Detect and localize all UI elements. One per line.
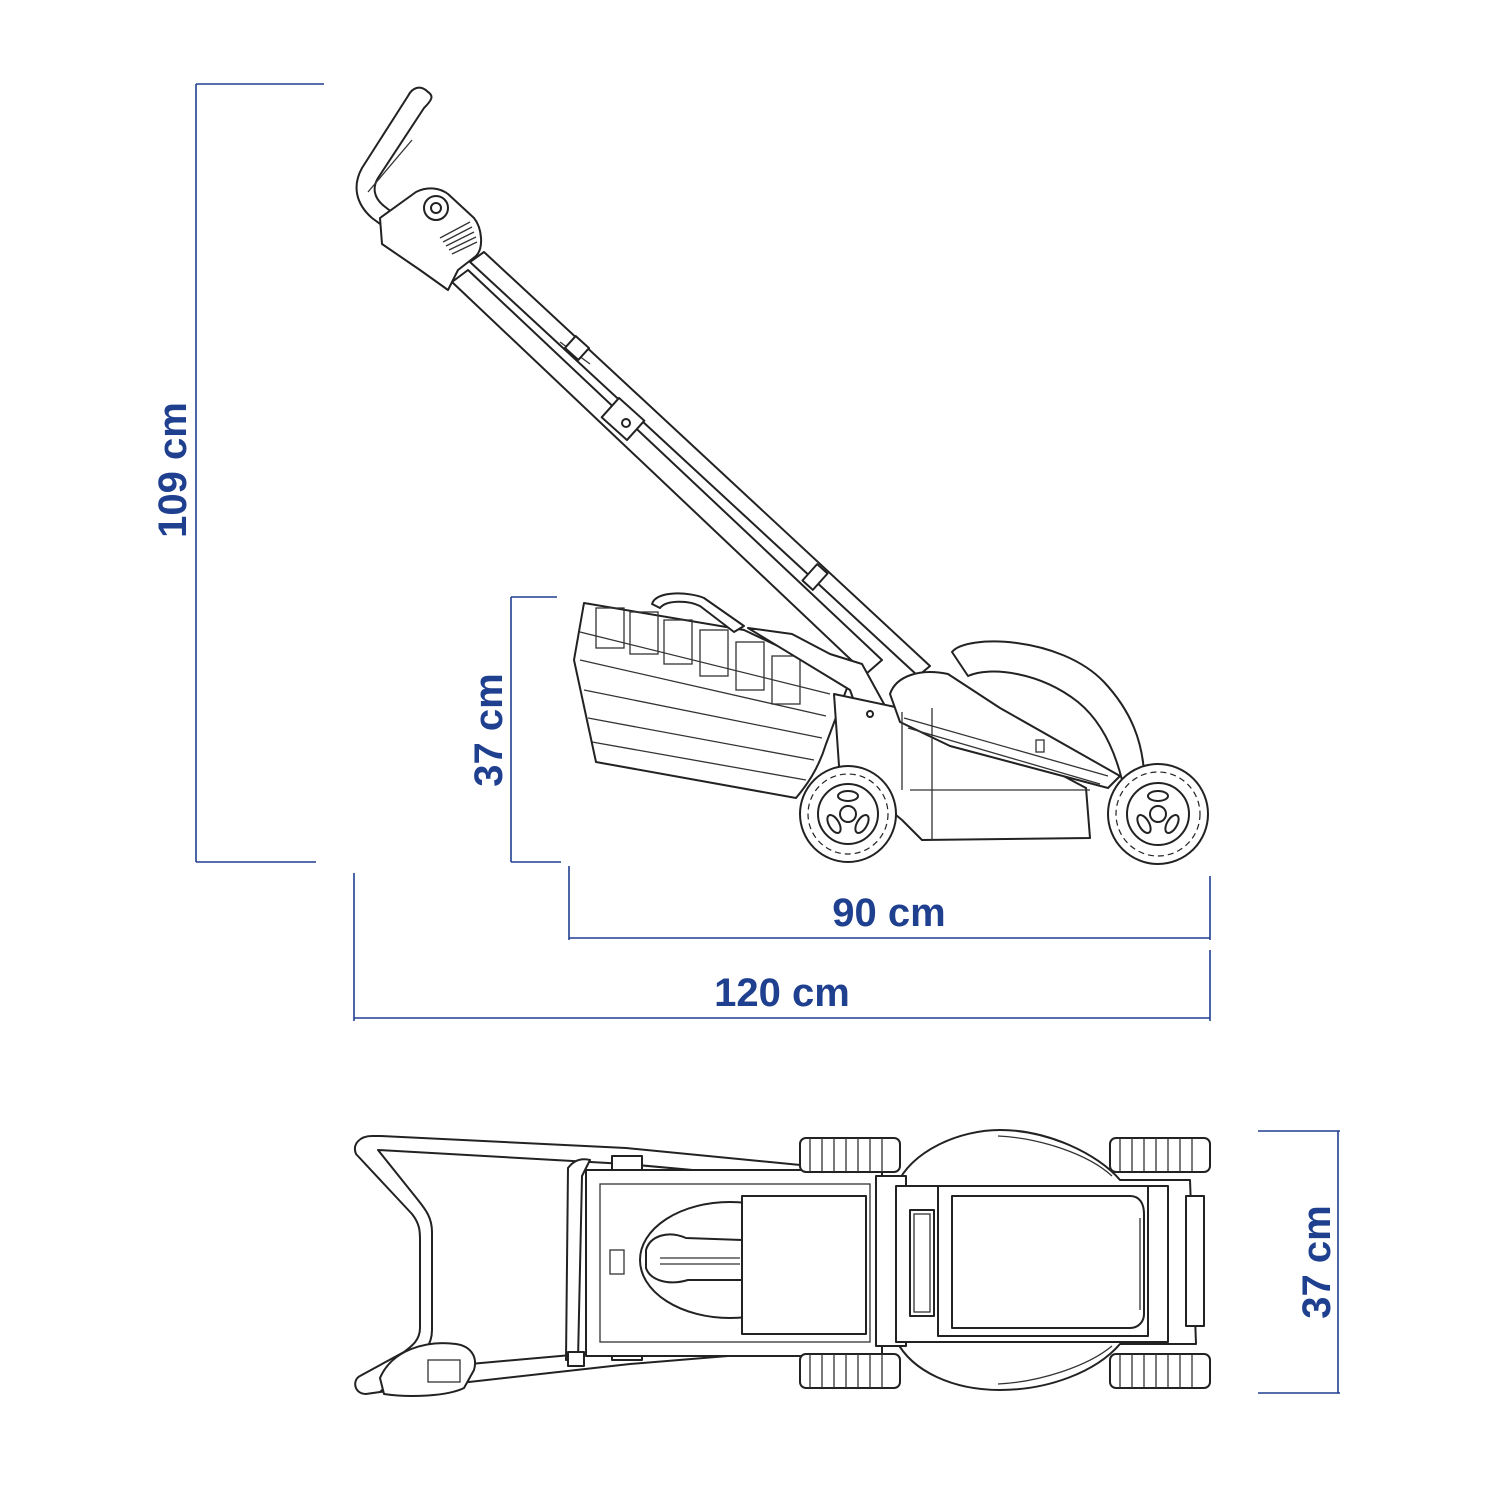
top-grass-bag [585, 1169, 883, 1357]
total-height-label: 109 cm [151, 402, 195, 538]
switch-box [379, 187, 482, 291]
grass-bag [573, 592, 851, 799]
total-length-dimension: 120 cm [353, 873, 1211, 1021]
side-view-mower [355, 86, 1209, 865]
top-wheel-rear-right [799, 1353, 901, 1389]
dimension-annotations: 109 cm 37 cm 90 cm 120 cm 37 cm [151, 83, 1340, 1394]
top-wheel-front-left [1109, 1137, 1211, 1173]
top-deck [875, 1129, 1205, 1391]
width-label: 37 cm [1295, 1205, 1339, 1318]
top-wheel-front-right [1109, 1353, 1211, 1389]
width-dimension: 37 cm [1258, 1130, 1340, 1394]
mower-deck [747, 627, 1145, 841]
total-height-dimension: 109 cm [151, 83, 324, 863]
deck-height-label: 37 cm [467, 673, 511, 786]
top-view-mower [354, 1129, 1211, 1397]
base-length-dimension: 90 cm [568, 866, 1211, 940]
top-wheel-rear-left [799, 1137, 901, 1173]
front-wheel [1107, 763, 1209, 865]
deck-height-dimension: 37 cm [467, 596, 561, 863]
base-length-label: 90 cm [832, 891, 945, 935]
total-length-label: 120 cm [714, 971, 850, 1015]
rear-wheel [799, 765, 897, 863]
handle-bar [355, 86, 931, 677]
bag-vent-grille-icon [595, 607, 801, 705]
switch-grip-icon [439, 221, 478, 255]
